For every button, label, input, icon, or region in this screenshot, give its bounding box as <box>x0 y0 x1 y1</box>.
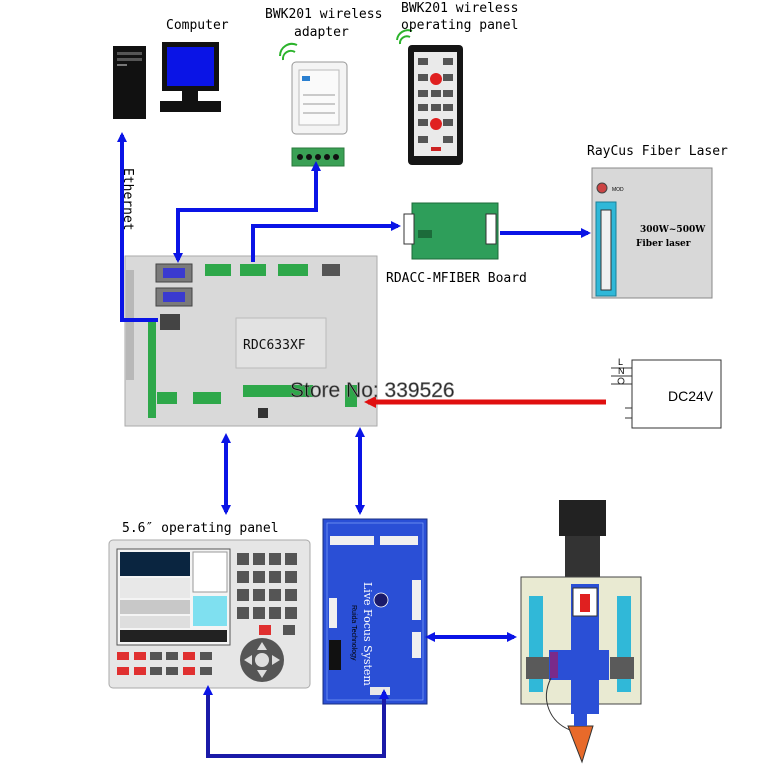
fiber-laser-body2: Fiber laser <box>636 239 691 249</box>
desktop-computer-icon <box>113 42 221 119</box>
remote-label-line2: operating panel <box>401 18 518 33</box>
panel-label: 5.6″ operating panel <box>122 521 279 536</box>
fiber-laser-device: MOD <box>591 167 713 299</box>
store-watermark: Store No: 339526 <box>290 379 455 402</box>
ethernet-label: Ethernet <box>120 168 135 231</box>
ethernet-link <box>117 132 158 322</box>
laser-head-device <box>520 500 642 764</box>
fiber-laser-body1: 300W~500W <box>640 225 706 235</box>
adapter-label-line1: BWK201 wireless <box>265 7 382 22</box>
computer-label: Computer <box>166 18 229 33</box>
power-label: DC24V <box>668 388 714 404</box>
power-n-label: N <box>618 366 625 376</box>
svg-text:MOD: MOD <box>612 187 624 193</box>
wifi-signal-icon <box>278 42 298 61</box>
focus-system-label: Live Focus System <box>361 582 374 686</box>
dc24v-power-supply <box>611 359 722 429</box>
fiber-laser-title: RayCus Fiber Laser <box>587 144 728 159</box>
wifi-signal-icon <box>396 29 413 45</box>
operating-panel-device <box>108 539 311 689</box>
power-l-label: L <box>618 357 623 367</box>
adapter-to-controller-link <box>173 161 321 263</box>
controller-to-board-link <box>251 221 401 262</box>
rdc633xf-controller <box>124 255 378 427</box>
wireless-remote-device <box>396 29 463 165</box>
panel-to-focus-link <box>203 685 389 758</box>
remote-label-line1: BWK201 wireless <box>401 1 518 16</box>
live-focus-board <box>322 518 428 705</box>
wireless-adapter-device <box>278 42 348 167</box>
focus-company-label: Ruida Technology <box>350 605 357 661</box>
controller-label: RDC633XF <box>243 338 306 353</box>
rdacc-board <box>403 202 499 260</box>
adapter-label-line2: adapter <box>294 25 349 40</box>
board-label: RDACC-MFIBER Board <box>386 271 527 286</box>
